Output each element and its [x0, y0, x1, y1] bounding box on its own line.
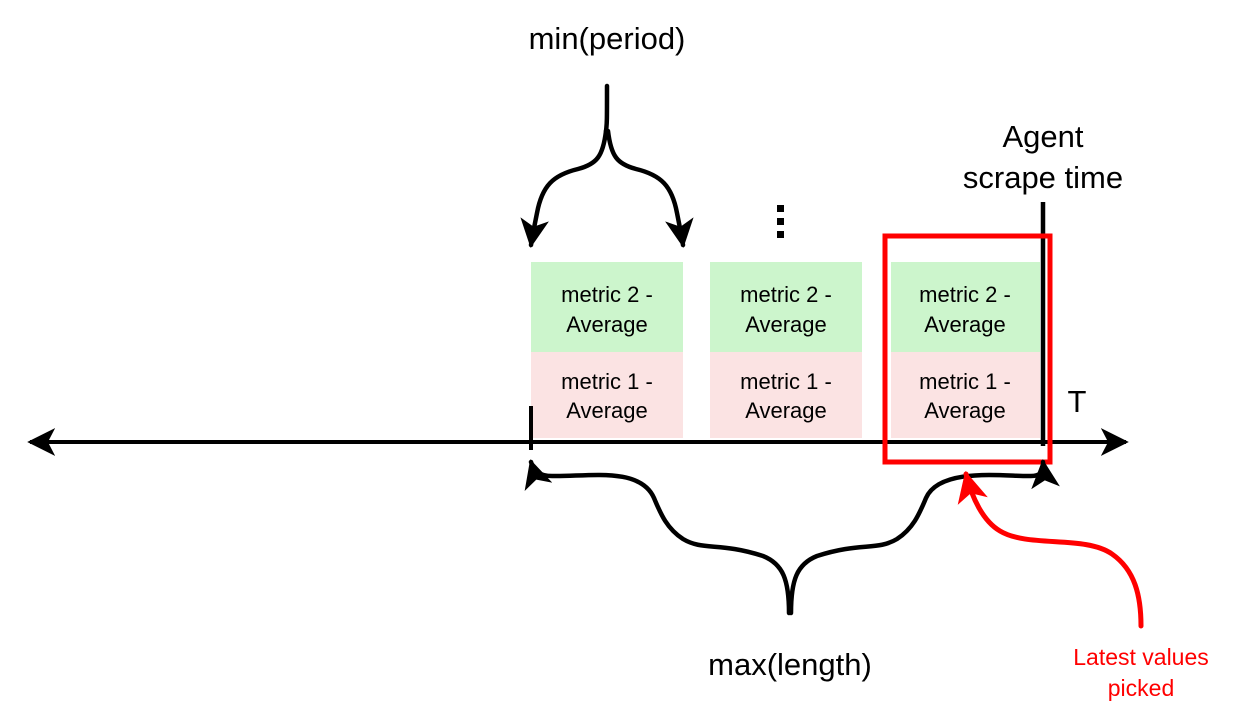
latest-values-line1: Latest values: [1073, 644, 1209, 670]
time-axis: T: [27, 384, 1129, 456]
metric2-box-1: [531, 262, 683, 352]
metric2-box-2: [710, 262, 862, 352]
metric1-line2-2: Average: [745, 398, 827, 423]
latest-values-highlight-box: [882, 233, 1053, 465]
metric1-box-3: [891, 352, 1040, 438]
max-length-label: max(length): [708, 647, 872, 682]
metric1-line1-1: metric 1 -: [561, 369, 653, 394]
metric1-line1-2: metric 1 -: [740, 369, 832, 394]
metric2-line2-3: Average: [924, 312, 1006, 337]
metric1-line1-3: metric 1 -: [919, 369, 1011, 394]
metric1-box-2: [710, 352, 862, 438]
metric-stack-1: metric 2 - Average metric 1 - Average: [529, 262, 683, 450]
axis-label-t: T: [1068, 384, 1087, 419]
metric1-line2-3: Average: [924, 398, 1006, 423]
metric2-line1-3: metric 2 -: [919, 282, 1011, 307]
metric2-line1-1: metric 2 -: [561, 282, 653, 307]
min-period-arrow-left: [520, 128, 609, 248]
metric2-box-3: [891, 262, 1040, 352]
agent-label-line2: scrape time: [963, 160, 1123, 195]
min-period-brace: [520, 83, 694, 248]
min-period-arrow-right: [605, 128, 694, 248]
metric1-box-1: [531, 352, 683, 438]
latest-values-callout-arrow: [957, 470, 1144, 629]
max-length-arrow-right: [788, 459, 1060, 616]
vertical-ellipsis-icon: [777, 205, 784, 238]
max-length-brace: [524, 459, 1060, 616]
max-length-arrow-left: [524, 459, 792, 616]
latest-values-line2: picked: [1108, 675, 1174, 701]
metric1-line2-1: Average: [566, 398, 648, 423]
metric2-line2-1: Average: [566, 312, 648, 337]
metric-stack-2: metric 2 - Average metric 1 - Average: [710, 262, 862, 438]
metric-stack-3: metric 2 - Average metric 1 - Average: [891, 262, 1040, 438]
min-period-label: min(period): [529, 21, 686, 56]
metric2-line1-2: metric 2 -: [740, 282, 832, 307]
agent-label-line1: Agent: [1002, 119, 1083, 154]
metric2-line2-2: Average: [745, 312, 827, 337]
